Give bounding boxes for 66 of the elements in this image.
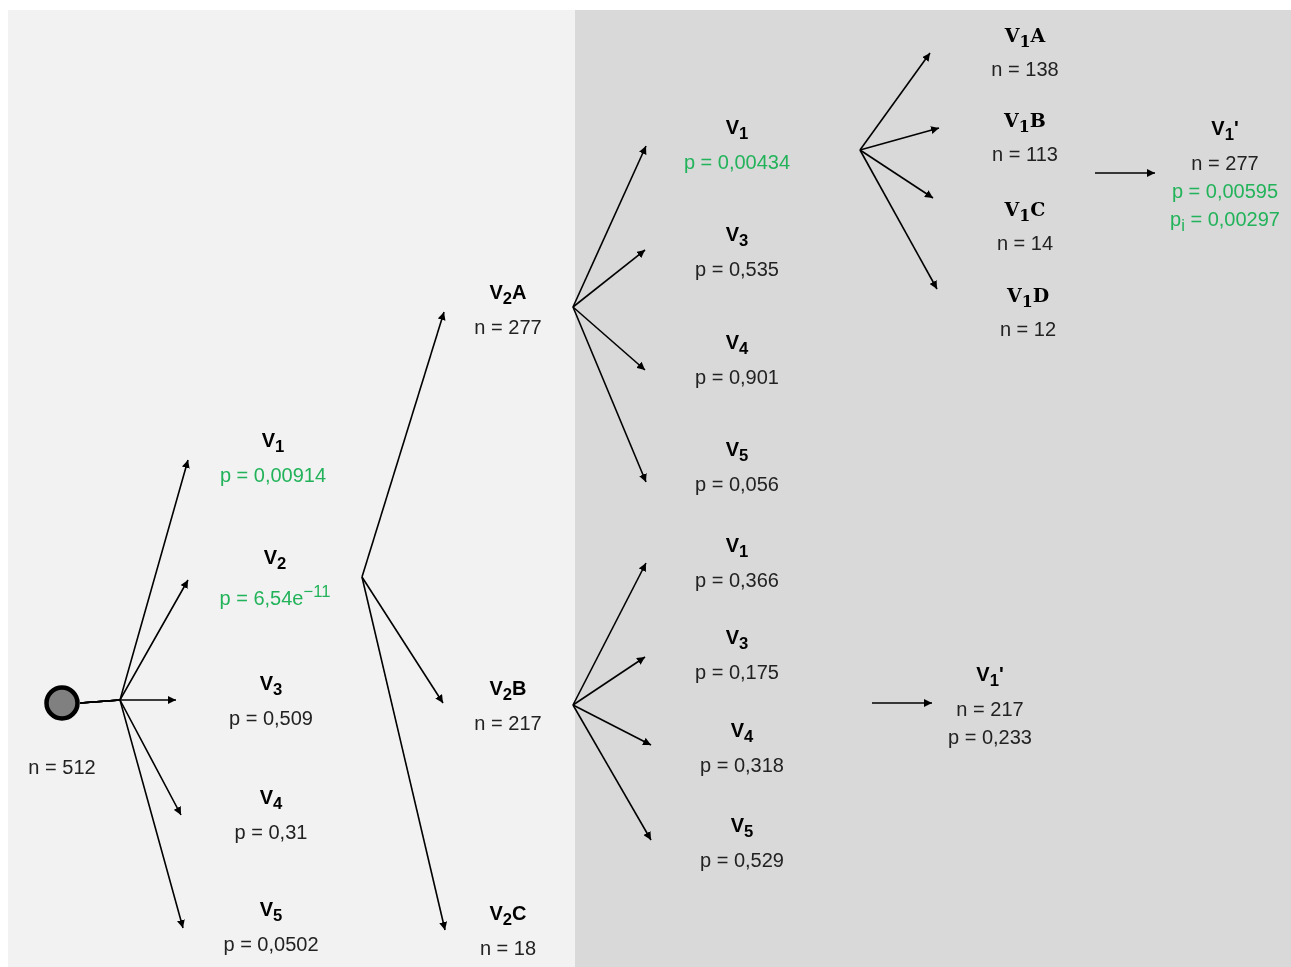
statistic-value: n = 277 xyxy=(474,314,542,340)
variable-label: V$_{1}$C xyxy=(1004,196,1046,227)
statistic-value: p$_{i}$ = 0,00297 xyxy=(1170,207,1280,237)
arrow xyxy=(572,656,646,706)
arrow xyxy=(572,704,652,841)
arrow xyxy=(859,149,938,290)
statistic-value: p = 0,00914 xyxy=(219,462,327,488)
statistic-value: p = 0,509 xyxy=(229,705,313,731)
statistic-value: p = 0,233 xyxy=(948,724,1032,750)
statistic-value: n = 113 xyxy=(992,142,1058,168)
variable-label: V$_{3}$ xyxy=(725,624,749,655)
statistic-value: p = 6,54e$^{−11}$ xyxy=(219,580,331,611)
statistic-value: p = 0,535 xyxy=(695,256,779,282)
arrow xyxy=(572,704,652,746)
variable-label: V$_{4}$ xyxy=(725,329,749,360)
variable-label: V$_{1}$ xyxy=(261,427,285,458)
variable-label: V$_{3}$ xyxy=(725,221,749,252)
arrow xyxy=(361,576,444,704)
statistic-value: p = 0,318 xyxy=(700,752,784,778)
variable-label: V$_{2}$B xyxy=(489,675,527,706)
statistic-value: n = 14 xyxy=(996,231,1054,257)
variable-label: V$_{1}$B xyxy=(1004,107,1046,138)
variable-label: V$_{1}$' xyxy=(976,661,1004,692)
arrow xyxy=(1094,169,1156,177)
statistic-value: p = 0,00434 xyxy=(683,149,791,175)
variable-label: V$_{4}$ xyxy=(259,784,283,815)
arrow xyxy=(859,126,940,151)
variable-label: V$_{1}$A xyxy=(1004,22,1046,53)
variable-label: V$_{2}$A xyxy=(489,279,527,310)
statistic-value: p = 0,056 xyxy=(695,471,779,497)
variable-label: V$_{1}$' xyxy=(1211,116,1239,146)
arrow xyxy=(361,576,448,931)
statistic-value: p = 0,529 xyxy=(700,847,784,873)
arrow xyxy=(572,306,646,371)
variable-label: V$_{2}$ xyxy=(263,544,287,575)
variable-label: V$_{1}$ xyxy=(725,114,749,145)
statistic-value: n = 18 xyxy=(479,935,537,961)
statistic-value: p = 0,31 xyxy=(234,819,308,845)
statistic-value: p = 0,901 xyxy=(695,364,779,390)
variable-label: V$_{1}$ xyxy=(725,532,749,563)
arrow xyxy=(79,699,185,929)
sample-size-label: n = 512 xyxy=(27,755,97,780)
arrow xyxy=(572,306,647,483)
statistic-value: p = 0,00595 xyxy=(1171,179,1279,204)
variable-label: V$_{3}$ xyxy=(259,670,283,701)
arrow xyxy=(361,311,446,578)
arrow xyxy=(572,249,646,308)
statistic-value: n = 138 xyxy=(991,57,1059,83)
statistic-value: p = 0,366 xyxy=(695,567,779,593)
arrow xyxy=(871,699,933,707)
variable-label: V$_{2}$C xyxy=(489,900,527,931)
variable-label: V$_{5}$ xyxy=(730,812,754,843)
arrow xyxy=(859,149,934,199)
variable-label: V$_{5}$ xyxy=(259,896,283,927)
statistic-value: n = 12 xyxy=(999,317,1057,343)
statistic-value: p = 0,175 xyxy=(695,659,779,685)
statistic-value: n = 217 xyxy=(474,710,542,736)
arrow xyxy=(572,145,647,308)
arrow xyxy=(572,562,647,706)
variable-label: V$_{1}$D xyxy=(1006,282,1050,313)
statistic-value: p = 0,0502 xyxy=(223,931,319,957)
statistic-value: n = 277 xyxy=(1191,151,1259,176)
statistic-value: n = 217 xyxy=(956,696,1024,722)
variable-label: V$_{5}$ xyxy=(725,436,749,467)
arrow xyxy=(859,52,931,151)
variable-label: V$_{4}$ xyxy=(730,717,754,748)
